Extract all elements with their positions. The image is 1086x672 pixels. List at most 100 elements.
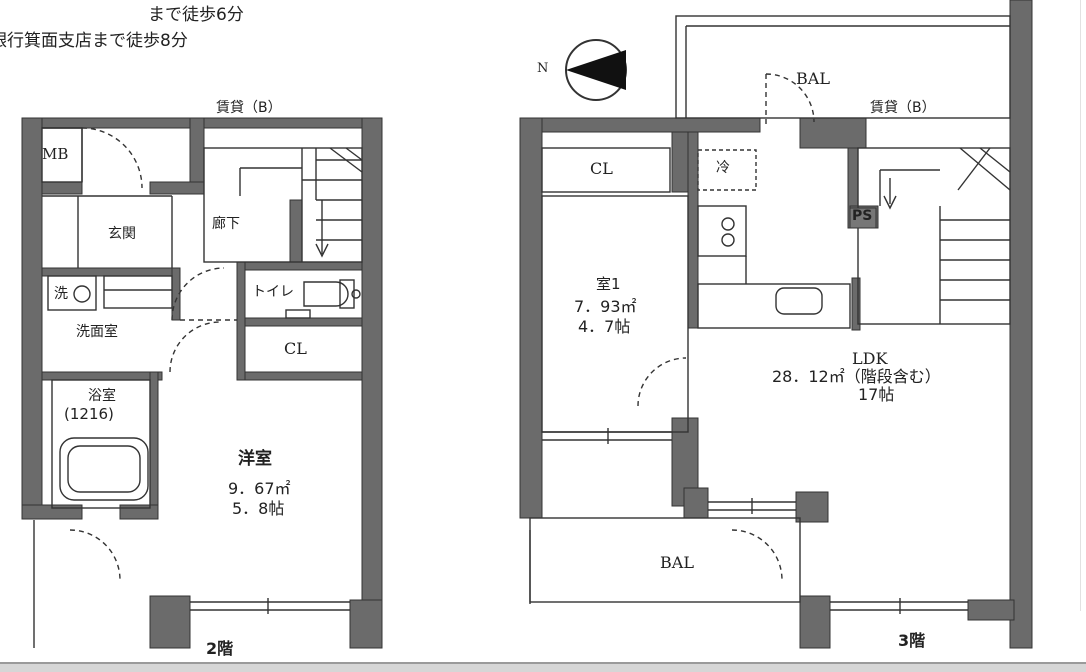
- wall: [795, 491, 829, 523]
- room-entrance: 玄関: [108, 226, 136, 242]
- wall: [799, 595, 831, 649]
- washer-box: [47, 275, 97, 311]
- room-ldk-tatami: 17帖: [858, 385, 895, 404]
- wall: [349, 599, 383, 649]
- header-line-1: まで徒歩6分: [148, 5, 244, 25]
- compass-letter: N: [537, 61, 549, 76]
- wall: [41, 371, 163, 381]
- wall: [236, 371, 363, 381]
- stairs: [857, 147, 1011, 325]
- bathtub: [59, 437, 149, 501]
- wall: [687, 131, 699, 329]
- room-pipe-space: PS: [852, 208, 873, 224]
- room-toilet: トイレ: [252, 284, 294, 300]
- wall: [149, 371, 159, 513]
- room-balcony-bottom: BAL: [660, 553, 694, 572]
- door-swing: [169, 321, 221, 373]
- room-1-area: 7．93㎡: [574, 297, 637, 316]
- room-hallway: 廊下: [212, 216, 240, 232]
- wall: [519, 117, 543, 519]
- toilet-tank: [339, 279, 355, 309]
- stair-step: [329, 147, 363, 173]
- kitchen-counter: [697, 205, 747, 257]
- counter: [285, 309, 311, 319]
- wall: [236, 317, 363, 327]
- wall: [41, 181, 83, 195]
- room-bath-size: (1216): [64, 405, 114, 423]
- room-western-area: 9．67㎡: [228, 479, 291, 498]
- bathtub-inner: [67, 445, 141, 493]
- floor-label-3f: 3階: [898, 631, 926, 650]
- stair-step: [957, 147, 991, 191]
- room-1: 室1: [596, 275, 621, 293]
- stairs: [203, 147, 363, 263]
- stove-burner: [721, 217, 735, 231]
- door-swing: [171, 267, 225, 321]
- room-fridge: 冷: [716, 160, 730, 176]
- wall: [683, 487, 709, 519]
- room-washer: 洗: [54, 286, 68, 302]
- door-swing: [731, 529, 783, 581]
- toilet-paper: [351, 289, 361, 299]
- room-mb: MB: [42, 145, 69, 163]
- toilet: [303, 281, 349, 307]
- wall: [671, 131, 691, 193]
- wall: [189, 117, 205, 189]
- stair-step: [959, 147, 1011, 191]
- wall: [1009, 0, 1033, 649]
- wall: [21, 117, 193, 129]
- wall: [851, 277, 861, 331]
- stair-arrow: [315, 243, 329, 258]
- bottom-divider: [0, 662, 1086, 664]
- neighbor-label-2f: 賃貸（B）: [216, 100, 282, 116]
- wall: [21, 117, 43, 519]
- door-swing: [637, 357, 687, 407]
- door-swing: [81, 127, 143, 189]
- side-panel: [1036, 0, 1086, 611]
- wall: [236, 261, 246, 381]
- stair-step: [345, 147, 363, 161]
- room-western: 洋室: [238, 449, 272, 469]
- room-1-tatami: 4．7帖: [578, 317, 631, 336]
- bathroom-area: [51, 379, 151, 509]
- wall: [119, 504, 159, 520]
- room-closet-2f: CL: [284, 339, 307, 358]
- room-bathroom: 浴室: [88, 388, 116, 404]
- compass-arrow-icon: [566, 50, 626, 90]
- room-western-tatami: 5．8帖: [232, 499, 285, 518]
- side-divider: [1080, 0, 1081, 611]
- wall: [189, 117, 383, 129]
- wall: [236, 261, 363, 271]
- room-closet-3f: CL: [590, 159, 613, 178]
- stair-arrow: [883, 195, 897, 210]
- kitchen-sink: [775, 287, 823, 315]
- header-line-2: 銀行箕面支店まで徒歩8分: [0, 31, 188, 51]
- door-swing: [765, 73, 815, 123]
- pipe-space: [849, 207, 877, 229]
- wall: [519, 117, 761, 133]
- room-washroom: 洗面室: [76, 324, 118, 340]
- room-balcony-top: BAL: [796, 69, 830, 88]
- stair-step: [979, 147, 1011, 173]
- wall: [799, 117, 867, 149]
- wall: [967, 599, 1015, 621]
- wall: [149, 595, 191, 649]
- door-swing: [69, 529, 121, 581]
- wall: [41, 267, 181, 277]
- neighbor-label-3f: 賃貸（B）: [870, 100, 936, 116]
- fridge: [697, 149, 757, 191]
- bottom-bar: [0, 664, 1086, 672]
- washer-drum: [73, 285, 91, 303]
- balcony-top: [675, 15, 1011, 119]
- room-ldk-area: 28．12㎡（階段含む）: [772, 367, 941, 386]
- room-ldk: LDK: [852, 349, 888, 368]
- kitchen-island: [697, 283, 851, 329]
- floor-label-2f: 2階: [206, 639, 234, 658]
- wall: [149, 181, 205, 195]
- vanity-sink: [103, 275, 173, 309]
- closet-cl: [541, 147, 671, 193]
- wall: [289, 199, 303, 271]
- wall: [361, 117, 383, 649]
- stove-burner: [721, 233, 735, 247]
